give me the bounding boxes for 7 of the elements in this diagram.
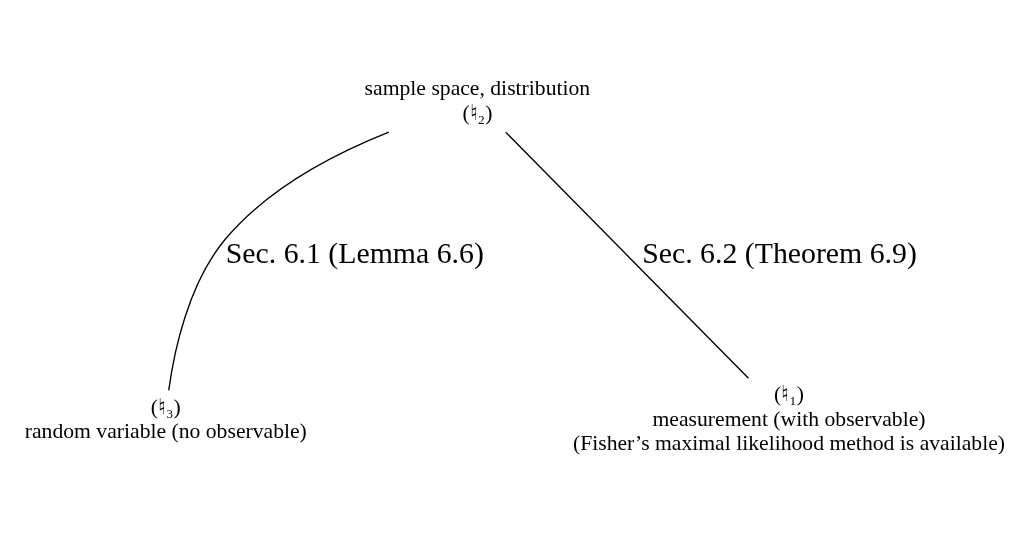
node-text: (♮₁) measurement (with observable) (Fisher’s maximal likelihood method is available) [572,381,1006,455]
connector [504,130,750,379]
node-text: (♮₃) random variable (no observable) [24,394,307,443]
edge-label: Sec. 6.1 (Lemma 6.6) [225,235,484,269]
connector [168,130,390,391]
node-text: sample space, distribution (♮₂) [364,75,591,125]
edge-label: Sec. 6.2 (Theorem 6.9) [642,235,917,269]
